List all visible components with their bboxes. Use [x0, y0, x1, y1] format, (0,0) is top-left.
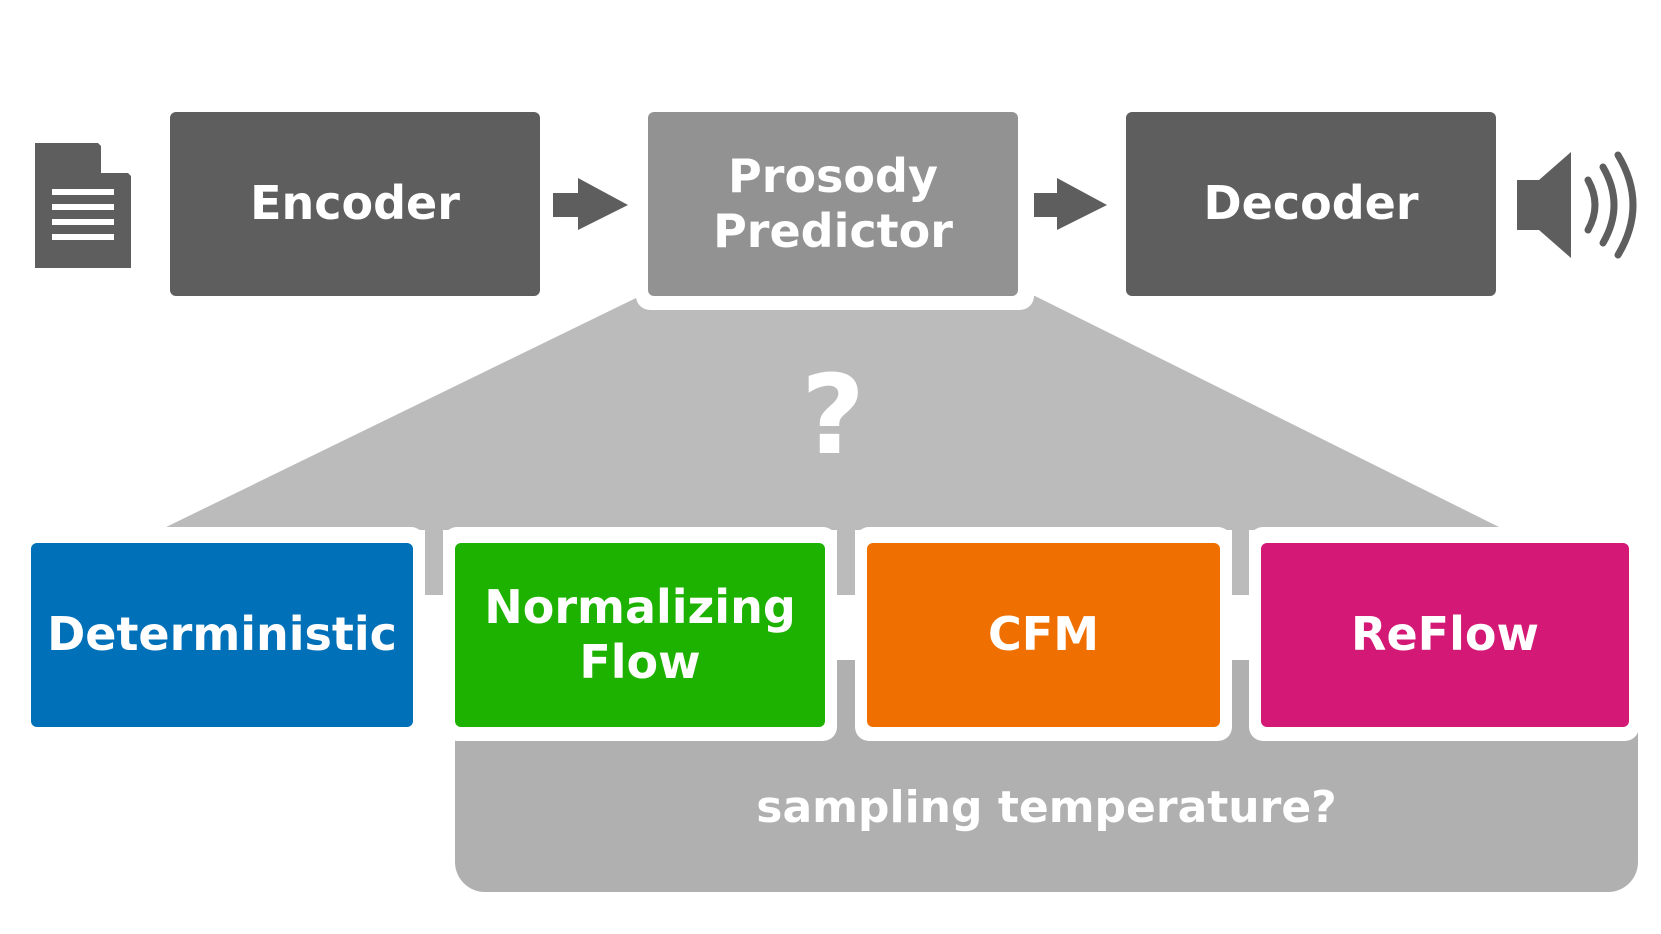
- encoder-label: Encoder: [250, 176, 460, 231]
- option-cfm: CFM: [867, 543, 1220, 727]
- funnel-gap-3: [1232, 530, 1249, 595]
- option-deterministic: Deterministic: [31, 543, 413, 727]
- prosody-predictor-label: Prosody Predictor: [713, 148, 953, 258]
- arrow-right-icon: [1032, 178, 1107, 230]
- arrow-right-icon: [553, 178, 628, 230]
- sampling-temperature-label: sampling temperature?: [756, 782, 1337, 833]
- encoder-box: Encoder: [170, 112, 540, 296]
- question-mark: ?: [801, 351, 865, 479]
- speaker-icon: [1517, 151, 1637, 259]
- document-icon: [35, 143, 131, 268]
- option-reflow-label: ReFlow: [1351, 607, 1539, 662]
- option-deterministic-label: Deterministic: [47, 607, 397, 662]
- panel-gap-3: [1232, 680, 1249, 741]
- option-normalizing-flow: Normalizing Flow: [455, 543, 825, 727]
- decoder-box: Decoder: [1126, 112, 1496, 296]
- funnel-gap-2: [837, 530, 855, 595]
- funnel-gap-1: [425, 530, 443, 595]
- option-reflow: ReFlow: [1261, 543, 1629, 727]
- panel-gap-2: [837, 680, 855, 741]
- decoder-label: Decoder: [1203, 176, 1419, 231]
- funnel-shape: [160, 296, 1505, 530]
- prosody-predictor-box: Prosody Predictor: [648, 112, 1018, 296]
- option-normalizing-flow-label: Normalizing Flow: [484, 579, 796, 689]
- option-cfm-label: CFM: [988, 607, 1099, 662]
